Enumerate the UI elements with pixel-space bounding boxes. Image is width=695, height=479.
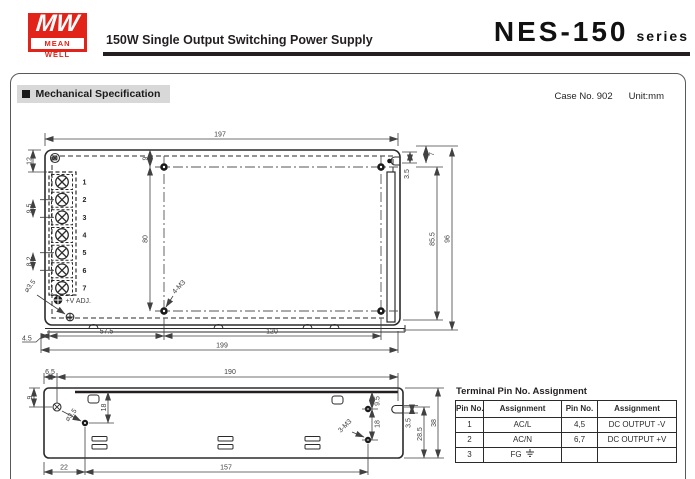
table-row: 1 AC/L 4,5 DC OUTPUT -V: [455, 417, 677, 433]
dim-18-left: 18: [101, 404, 108, 412]
section-square-icon: [22, 90, 30, 98]
dim-7: 7: [429, 152, 436, 156]
dim-80: 80: [143, 235, 150, 243]
dim-8-2: 8.2: [27, 257, 34, 267]
svg-text:2: 2: [83, 197, 87, 204]
model-name: NES-150: [493, 16, 629, 47]
header-rule: [103, 51, 690, 56]
col-pin-no-1: Pin No.: [455, 400, 484, 418]
dim-6-5: 6.5: [45, 369, 55, 376]
pin-no-cell: 1: [455, 417, 484, 433]
col-pin-no-2: Pin No.: [561, 400, 598, 418]
col-assignment-2: Assignment: [597, 400, 677, 418]
pin-no-cell: [561, 447, 598, 463]
case-no-label: Case No. 902: [554, 91, 613, 102]
dim-9-5-side: 9.5: [375, 396, 382, 406]
page-border: [10, 73, 686, 479]
dim-190: 190: [224, 369, 236, 376]
dim-9-5: 9.5: [27, 204, 34, 214]
col-assignment-1: Assignment: [483, 400, 562, 418]
terminal-screws: [55, 175, 69, 295]
top-view-drawing: 1 2 3 4 5 6 7 +V ADJ.: [22, 132, 458, 353]
dim-9-side: 9: [27, 395, 34, 399]
dim-85-5: 85.5: [430, 232, 437, 246]
assignment-cell: AC/L: [483, 417, 562, 433]
label-dia-3-5: ⌀3.5: [23, 279, 37, 294]
side-view-drawing: 6.5 190 9 18 ⌀3.5 3-M3 9.5 18 3.5 28.5 3…: [27, 369, 444, 475]
dimension-lines: [22, 133, 458, 353]
logo-mw-icon: MW: [34, 10, 81, 37]
pin-assignment-area: Terminal Pin No. Assignment Pin No. Assi…: [455, 386, 683, 463]
model-block: NES-150 series: [494, 16, 689, 48]
meanwell-logo: MW MEAN WELL: [28, 10, 87, 59]
pin-table-title: Terminal Pin No. Assignment: [456, 386, 587, 397]
dim-4-5: 4.5: [22, 336, 32, 343]
assignment-cell: DC OUTPUT +V: [597, 432, 677, 448]
terminal-numbers: 1 2 3 4 5 6 7: [83, 180, 87, 293]
svg-text:1: 1: [83, 180, 87, 187]
svg-text:5: 5: [83, 250, 87, 257]
table-row: 2 AC/N 6,7 DC OUTPUT +V: [455, 432, 677, 448]
dim-22: 22: [60, 465, 68, 472]
series-label: series: [636, 28, 689, 44]
svg-text:6: 6: [83, 268, 87, 275]
unit-label: Unit:mm: [628, 91, 664, 102]
section-heading-label: Mechanical Specification: [35, 88, 161, 100]
corner-screws: [49, 152, 75, 322]
assignment-cell: DC OUTPUT -V: [597, 417, 677, 433]
table-row: 3 FG: [455, 447, 677, 463]
svg-text:7: 7: [83, 286, 87, 293]
dim-9: 9: [143, 156, 150, 160]
side-vents: [87, 394, 344, 450]
dim-3-5-side: 3.5: [406, 418, 413, 428]
pin-no-cell: 3: [455, 447, 484, 463]
side-dimension-lines: [29, 373, 444, 475]
vadj-label: +V ADJ.: [66, 298, 92, 305]
pin-table: Pin No. Assignment Pin No. Assignment 1 …: [455, 400, 677, 463]
case-unit-info: Case No. 902 Unit:mm: [555, 91, 664, 102]
svg-text:4: 4: [83, 233, 87, 240]
dim-18-right: 18: [375, 420, 382, 428]
dim-199: 199: [216, 343, 228, 350]
mounting-holes: [160, 163, 385, 315]
pin-table-header-row: Pin No. Assignment Pin No. Assignment: [455, 400, 677, 418]
dim-12: 12: [27, 157, 34, 165]
dim-96: 96: [445, 235, 452, 243]
assignment-cell: [597, 447, 677, 463]
assignment-cell: AC/N: [483, 432, 562, 448]
logo-brand-label: MEAN WELL: [31, 38, 84, 59]
fg-label: FG: [510, 450, 522, 459]
dim-3-5: 3.5: [404, 169, 411, 179]
assignment-cell: FG: [483, 447, 562, 463]
dim-57-5: 57.5: [100, 329, 114, 336]
section-heading: Mechanical Specification: [17, 85, 171, 103]
dim-28-5: 28.5: [417, 427, 424, 441]
dim-38: 38: [431, 419, 438, 427]
svg-text:3: 3: [83, 215, 87, 222]
earth-ground-icon: [525, 449, 534, 457]
dim-157: 157: [220, 465, 232, 472]
center-lines: [155, 156, 398, 322]
document-title: 150W Single Output Switching Power Suppl…: [106, 33, 373, 47]
dim-197: 197: [214, 132, 226, 139]
pin-no-cell: 6,7: [561, 432, 598, 448]
case-outline: [44, 149, 406, 333]
terminal-block: 1 2 3 4 5 6 7 +V ADJ.: [48, 171, 92, 305]
pin-no-cell: 2: [455, 432, 484, 448]
dim-120: 120: [266, 329, 278, 336]
pin-no-cell: 4,5: [561, 417, 598, 433]
